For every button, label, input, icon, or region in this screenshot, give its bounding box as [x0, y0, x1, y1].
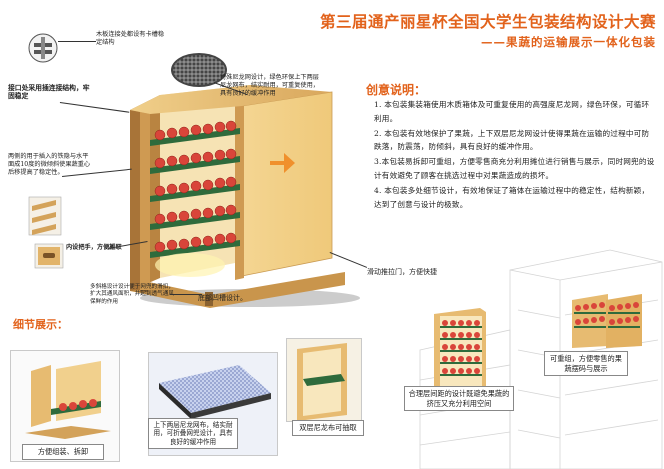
assembly-illustration [25, 361, 111, 439]
callout-line [170, 294, 202, 295]
spacing-illustration [430, 306, 490, 392]
drawer-panel [286, 338, 362, 422]
nylon-net-note: 特殊尼龙网设计，绿色环保上下两层尼龙网布，结实耐用，可重复使用，具有良好的缓冲作… [220, 74, 319, 98]
creative-item: 2. 本包装有效地保护了果蔬，上下双层尼龙网设计使得果蔬在运输的过程中可防跌落，… [374, 128, 650, 152]
groove-note: 底部凹槽设计。 [198, 294, 247, 302]
joint-note: 接口处采用插连接结构，牢固稳定 [8, 84, 90, 101]
bayonet-detail-thumb [28, 33, 58, 63]
detail-heading: 细节展示： [13, 318, 68, 331]
stackable-caption: 可重组，方便零售的果蔬摆码与展示 [544, 351, 628, 377]
drawer-illustration [297, 343, 347, 421]
side-board-note: 两侧的用于插入的铁隐与水平面成10度的微倾斜使果蔬重心后移提高了稳定性。 [8, 153, 91, 177]
fruit-rows [154, 120, 237, 253]
net-illustration [159, 365, 271, 419]
crate-illustration [130, 85, 360, 308]
assembly-panel [10, 350, 120, 462]
assembly-caption: 方便组装、拆卸 [22, 444, 104, 460]
side-board-thumb [28, 196, 62, 236]
callout-line [58, 41, 96, 42]
creative-item: 3.本包装易拆卸可重组，方便零售商充分利用摊位进行销售与展示，同时网兜的设计有效… [374, 157, 655, 180]
bayonet-note: 木板连接处都设有卡槽稳定结构 [96, 31, 165, 47]
creative-item: 1. 本包装集装箱使用木质箱体及可重复使用的高强度尼龙网，绿色环保，可循环利用。 [374, 100, 650, 123]
double-net-caption: 上下两层尼龙网布，结实耐用，可折叠网兜设计，具有良好的缓冲作用 [148, 418, 238, 450]
spacing-caption: 合理层间距的设计既避免果蔬的挤压又充分利用空间 [404, 386, 514, 412]
creative-item: 4. 本包装多处细节设计，有效地保证了箱体在运输过程中的稳定性，结构新颖，达到了… [374, 186, 650, 209]
page-subtitle: ——果蔬的运输展示一体化包装 [481, 35, 656, 49]
handle-note: 内设把手，方便搬取 [66, 244, 122, 251]
right-arrow-icon [270, 153, 295, 173]
ventilation-note: 多斜格设计设计便于网兜的滑扣，扩大其通风面积，并起到透气通风保鲜的作用 [90, 284, 174, 305]
sliding-door-note: 滑动推拉门，方便快捷 [367, 268, 437, 276]
page-title: 第三届通产丽星杯全国大学生包装结构设计大赛 [319, 13, 656, 31]
creative-heading: 创意说明： [366, 83, 427, 97]
creative-list: 1. 本包装集装箱使用木质箱体及可重复使用的高强度尼龙网，绿色环保，可循环利用。… [374, 98, 656, 213]
stackable-illustration [566, 290, 646, 350]
drawer-caption: 双层尼龙布可抽取 [292, 420, 364, 436]
shelf-rows [150, 128, 240, 258]
nylon-net-thumb [171, 53, 227, 87]
handle-thumb [34, 243, 64, 269]
